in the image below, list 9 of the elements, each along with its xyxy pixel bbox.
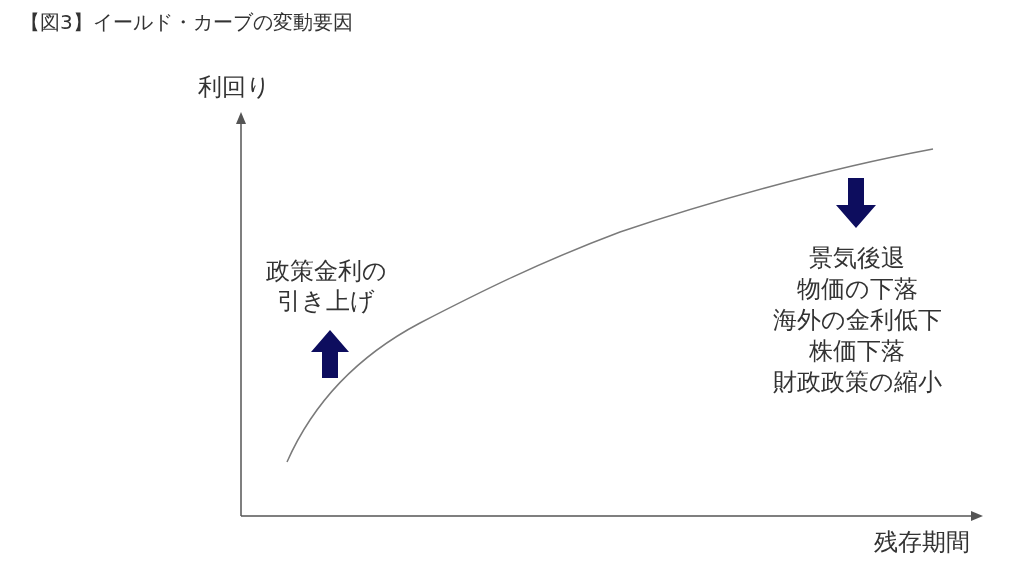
figure-title: 【図3】イールド・カーブの変動要因 xyxy=(20,9,353,35)
factor-label: 景気後退 xyxy=(808,243,906,273)
factor-label: 物価の下落 xyxy=(795,274,919,304)
factor-label: 株価下落 xyxy=(808,336,906,366)
factor-label: 財政政策の縮小 xyxy=(771,367,943,397)
axis-label: 利回り xyxy=(198,72,271,102)
factor-label: 政策金利の引き上げ xyxy=(264,256,388,316)
axis-label: 残存期間 xyxy=(874,527,970,557)
factor-label: 海外の金利低下 xyxy=(771,305,943,335)
